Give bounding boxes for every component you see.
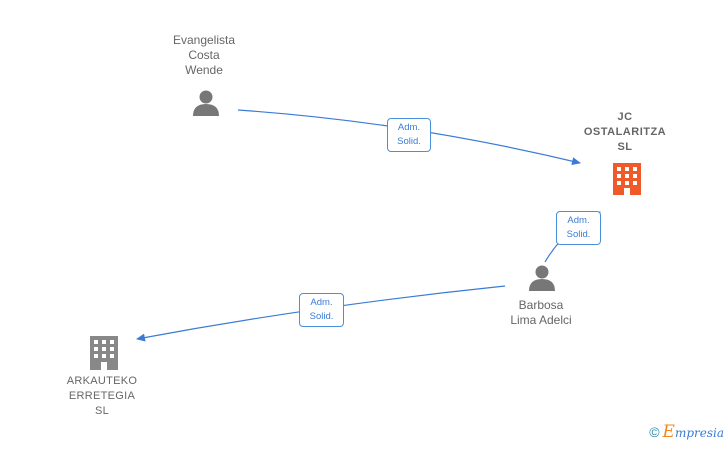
label-line: JC — [617, 111, 633, 123]
edge-label-line: Solid. — [309, 311, 334, 322]
empresia-logo[interactable]: ©Empresia — [649, 422, 724, 442]
label-line: ERRETEGIA — [68, 390, 136, 402]
edge-label-line: Solid. — [566, 229, 591, 240]
edge-label-line: Solid. — [397, 136, 421, 147]
person-icon[interactable] — [529, 265, 555, 292]
brand-initial: E — [662, 422, 675, 442]
label-line: Barbosa — [518, 298, 564, 312]
edge-label-evangelista-jc[interactable]: Adm. Solid. — [387, 118, 431, 152]
node-label-jc-ostalaritza[interactable]: JC OSTALARITZA SL — [570, 110, 680, 155]
building-icon[interactable] — [613, 163, 641, 195]
edge-label-line: Adm. — [397, 122, 421, 133]
label-line: Costa — [188, 48, 220, 62]
edge-label-line: Adm. — [310, 297, 333, 308]
building-icon[interactable] — [90, 336, 118, 370]
node-label-barbosa[interactable]: Barbosa Lima Adelci — [486, 298, 596, 328]
label-line: Evangelista — [172, 33, 236, 47]
label-line: Wende — [185, 63, 223, 77]
label-line: SL — [94, 405, 110, 417]
brand-name: mpresia — [674, 426, 724, 440]
edge-label-barbosa-arkauteko[interactable]: Adm. Solid. — [299, 293, 344, 327]
label-line: ARKAUTEKO — [66, 375, 138, 387]
node-label-evangelista[interactable]: Evangelista Costa Wende — [149, 33, 259, 78]
copyright-symbol: © — [649, 424, 660, 440]
edge-label-line: Adm. — [567, 215, 590, 226]
label-line: OSTALARITZA — [583, 126, 667, 138]
node-label-arkauteko[interactable]: ARKAUTEKO ERRETEGIA SL — [47, 374, 157, 419]
person-icon[interactable] — [193, 90, 219, 117]
label-line: Lima Adelci — [510, 313, 572, 327]
label-line: SL — [617, 141, 633, 153]
edge-label-barbosa-jc[interactable]: Adm. Solid. — [556, 211, 601, 245]
